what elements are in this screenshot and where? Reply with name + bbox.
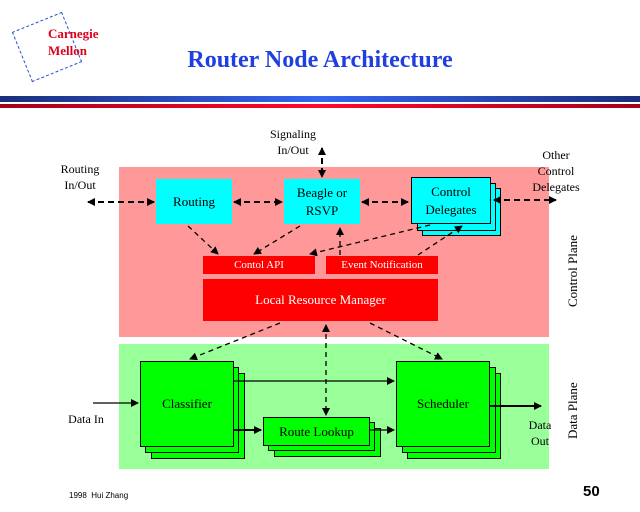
local-resource-manager-label: Local Resource Manager — [255, 292, 386, 307]
title-divider-red — [0, 104, 640, 108]
arrow-lrm-scheduler — [369, 322, 443, 360]
arrow-routing-api — [187, 225, 219, 255]
route-lookup-label: Route Lookup — [279, 423, 354, 439]
control-delegates-line-2: Delegates — [425, 201, 477, 217]
title-divider-blue — [0, 96, 640, 102]
control-api-label: Contol API — [234, 259, 284, 271]
control-api-bar: Contol API — [203, 256, 315, 274]
classifier-label: Classifier — [162, 396, 212, 411]
logo-line-2: Mellon — [48, 43, 87, 58]
logo: Carnegie Mellon — [48, 25, 99, 59]
other-delegates-line-1: Other — [542, 148, 570, 162]
page-title: Router Node Architecture — [0, 47, 640, 74]
other-delegates-line-3: Delegates — [532, 180, 580, 194]
routing-module: Routing — [156, 179, 232, 224]
other-delegates-line-2: Control — [537, 164, 575, 178]
data-in-label: Data In — [68, 412, 104, 426]
scheduler-module: Scheduler — [396, 361, 490, 447]
classifier-module: Classifier — [140, 361, 234, 447]
signaling-io-label: Signaling In/Out — [258, 126, 328, 158]
routing-module-label: Routing — [173, 193, 215, 209]
page-title-text: Router Node Architecture — [187, 47, 453, 73]
control-delegates-line-1: Control — [431, 183, 471, 199]
signaling-io-line-1: Signaling — [269, 127, 316, 141]
data-plane-label: Data Plane — [565, 382, 580, 439]
local-resource-manager: Local Resource Manager — [203, 279, 438, 321]
arrow-event-delegates — [417, 225, 463, 256]
page-number: 50 — [583, 483, 600, 500]
beagle-rsvp-module: Beagle or RSVP — [284, 179, 360, 224]
logo-line-1: Carnegie — [48, 26, 99, 41]
beagle-rsvp-line-2: RSVP — [305, 202, 339, 218]
signaling-io-line-2: In/Out — [277, 143, 309, 157]
control-delegates-module: Control Delegates — [411, 177, 491, 224]
control-plane-label: Control Plane — [565, 235, 580, 307]
routing-io-line-2: In/Out — [64, 178, 96, 192]
arrow-delegates-api — [309, 224, 431, 257]
data-out-line-2: Out — [531, 434, 549, 448]
routing-io-label: Routing In/Out — [45, 161, 115, 193]
scheduler-label: Scheduler — [417, 396, 469, 411]
other-delegates-label: Other Control Delegates — [520, 147, 592, 195]
route-lookup-module: Route Lookup — [263, 417, 370, 446]
routing-io-line-1: Routing — [60, 162, 100, 176]
beagle-rsvp-line-1: Beagle or — [296, 184, 348, 200]
event-notification-label: Event Notification — [341, 259, 423, 271]
arrow-lrm-classifier — [189, 322, 281, 361]
footer-copyright: 1998 Hui Zhang — [69, 491, 129, 500]
event-notification-bar: Event Notification — [326, 256, 438, 274]
data-out-label: Data Out — [520, 417, 560, 449]
data-out-line-1: Data — [528, 418, 552, 432]
arrow-beagle-api — [253, 225, 301, 255]
